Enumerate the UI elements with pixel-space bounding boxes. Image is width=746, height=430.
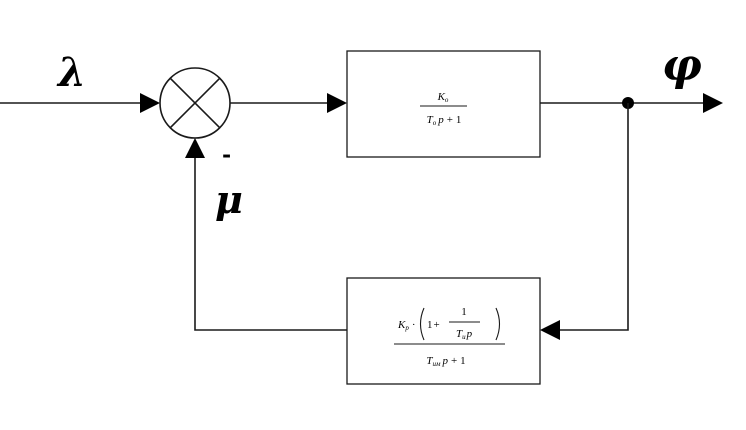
controller-den-base: T — [426, 355, 433, 367]
plant-den-base: T — [427, 114, 434, 126]
feedback-line-right — [560, 103, 629, 331]
controller-one: 1+ — [427, 319, 440, 331]
controller-block — [346, 277, 541, 385]
input-arrow-icon — [140, 93, 160, 113]
right-paren — [495, 307, 501, 341]
input-label: λ — [56, 49, 86, 96]
controller-gain: Kp· — [397, 319, 416, 332]
controller-inner-den-sub: u — [462, 333, 466, 341]
controller-gain-base: K — [397, 319, 406, 331]
plant-den-const: 1 — [456, 114, 462, 126]
controller-inner-numerator: 1 — [461, 306, 467, 318]
controller-dot: · — [412, 319, 416, 331]
feedback-line-left — [194, 158, 347, 331]
summing-junction — [159, 67, 231, 139]
controller-plus: + — [434, 319, 440, 331]
plant-input-arrow-icon — [327, 93, 347, 113]
plant-den-var: p — [437, 114, 444, 126]
negative-sign: - — [222, 142, 231, 168]
plant-den-plus: + — [447, 114, 453, 126]
controller-den-sub: uм — [432, 360, 441, 368]
plant-block — [346, 50, 541, 158]
controller-inner-den-var: p — [466, 328, 473, 340]
controller-inner-den-base: T — [456, 328, 463, 340]
controller-input-arrow-icon — [540, 320, 560, 340]
plant-num-base: K — [437, 91, 446, 103]
controller-den-const: 1 — [460, 355, 466, 367]
plant-numerator: Ko — [437, 91, 449, 104]
left-paren — [419, 307, 425, 341]
output-arrow-icon — [703, 93, 723, 113]
controller-den-plus: + — [451, 355, 457, 367]
plant-num-sub: o — [445, 96, 449, 104]
feedback-arrow-icon — [185, 138, 205, 158]
feedback-label: μ — [215, 177, 243, 222]
output-label: φ — [662, 40, 702, 91]
controller-inner-denominator: Tup — [456, 328, 473, 341]
controller-gain-sub: p — [404, 324, 409, 332]
plant-den-sub: o — [433, 119, 437, 127]
controller-den-var: p — [441, 355, 448, 367]
